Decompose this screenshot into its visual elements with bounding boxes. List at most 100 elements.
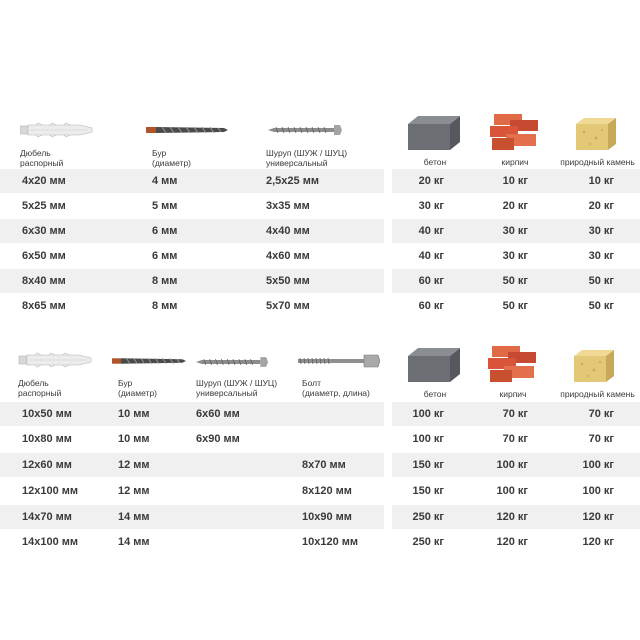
stone-icon [574, 350, 614, 382]
header-bolt-label: Болт (диаметр, длина) [302, 378, 370, 398]
table-row: 8x40 мм 8 мм 5x50 мм 60 кг 50 кг 50 кг [0, 269, 640, 293]
header-dowel-label: Дюбель распорный [18, 378, 62, 398]
bolt-cell: 8x70 мм [302, 459, 346, 471]
header-concrete-label: бетон [423, 157, 447, 167]
brick-cell: 10 кг [502, 175, 528, 187]
stone-cell: 30 кг [588, 225, 614, 237]
concrete-cell: 40 кг [418, 225, 444, 237]
dowel-cell: 8x65 мм [22, 300, 66, 312]
dowel-cell: 6x50 мм [22, 250, 66, 262]
concrete-cell: 100 кг [412, 433, 445, 445]
header-brick-label: кирпич [501, 157, 529, 167]
dowel-cell: 10x80 мм [22, 433, 72, 445]
screw-cell: 3x35 мм [266, 200, 310, 212]
concrete-cell: 60 кг [418, 300, 444, 312]
stone-cell: 10 кг [588, 175, 614, 187]
concrete-cell: 60 кг [418, 275, 444, 287]
screw-cell: 4x40 мм [266, 225, 310, 237]
drill-cell: 10 мм [118, 408, 150, 420]
brick-icon [488, 346, 536, 382]
concrete-cell: 40 кг [418, 250, 444, 262]
screw-cell: 4x60 мм [266, 250, 310, 262]
drill-cell: 4 мм [152, 175, 178, 187]
drill-bit-icon [112, 358, 186, 364]
stone-cell: 100 кг [582, 459, 615, 471]
screw-cell: 6x60 мм [196, 408, 240, 420]
concrete-cell: 30 кг [418, 200, 444, 212]
dowel-cell: 8x40 мм [22, 275, 66, 287]
bolt-cell: 10x90 мм [302, 511, 352, 523]
brick-cell: 30 кг [502, 225, 528, 237]
screw-cell: 5x70 мм [266, 300, 310, 312]
table-row: 10x50 мм 10 мм 6x60 мм 100 кг 70 кг 70 к… [0, 402, 640, 426]
header-drill-label: Бур (диаметр) [152, 148, 192, 168]
header-drill-label: Бур (диаметр) [118, 378, 158, 398]
header-stone-label: природный камень [560, 389, 635, 399]
table-row: 6x50 мм 6 мм 4x60 мм 40 кг 30 кг 30 кг [0, 244, 640, 268]
drill-cell: 14 мм [118, 511, 150, 523]
stone-cell: 50 кг [588, 300, 614, 312]
drill-cell: 6 мм [152, 225, 178, 237]
header-stone-label: природный камень [560, 157, 635, 167]
bolt-icon [298, 354, 380, 368]
concrete-block-icon [408, 348, 460, 382]
screw-cell: 6x90 мм [196, 433, 240, 445]
table-row: 8x65 мм 8 мм 5x70 мм 60 кг 50 кг 50 кг [0, 294, 640, 318]
screw-cell: 5x50 мм [266, 275, 310, 287]
concrete-cell: 150 кг [412, 459, 445, 471]
table-row: 5x25 мм 5 мм 3x35 мм 30 кг 20 кг 20 кг [0, 194, 640, 218]
screw-icon [196, 357, 269, 367]
dowel-cell: 4x20 мм [22, 175, 66, 187]
table-row: 12x60 мм 12 мм 8x70 мм 150 кг 100 кг 100… [0, 453, 640, 477]
drill-cell: 5 мм [152, 200, 178, 212]
stone-cell: 50 кг [588, 275, 614, 287]
brick-cell: 70 кг [502, 408, 528, 420]
brick-cell: 70 кг [502, 433, 528, 445]
dowel-cell: 6x30 мм [22, 225, 66, 237]
stone-cell: 30 кг [588, 250, 614, 262]
drill-cell: 12 мм [118, 485, 150, 497]
table-row: 14x70 мм 14 мм 10x90 мм 250 кг 120 кг 12… [0, 505, 640, 529]
drill-cell: 8 мм [152, 275, 178, 287]
screw-icon [268, 125, 342, 135]
stone-cell: 70 кг [588, 433, 614, 445]
concrete-cell: 250 кг [412, 536, 445, 548]
concrete-cell: 150 кг [412, 485, 445, 497]
header-screw-label: Шуруп (ШУЖ / ШУЦ) универсальный [196, 378, 278, 398]
dowel-icon [18, 352, 92, 368]
dowel-cell: 14x100 мм [22, 536, 79, 548]
brick-cell: 30 кг [502, 250, 528, 262]
table-row: 12x100 мм 12 мм 8x120 мм 150 кг 100 кг 1… [0, 479, 640, 503]
stone-cell: 70 кг [588, 408, 614, 420]
brick-icon [490, 114, 538, 150]
dowel-cell: 14x70 мм [22, 511, 72, 523]
dowel-cell: 12x60 мм [22, 459, 72, 471]
brick-cell: 120 кг [496, 511, 529, 523]
concrete-cell: 100 кг [412, 408, 445, 420]
dowel-cell: 12x100 мм [22, 485, 79, 497]
brick-cell: 100 кг [496, 459, 529, 471]
stone-cell: 100 кг [582, 485, 615, 497]
brick-cell: 50 кг [502, 300, 528, 312]
concrete-cell: 20 кг [418, 175, 444, 187]
header-concrete-label: бетон [423, 389, 447, 399]
header-dowel-label: Дюбель распорный [20, 148, 64, 168]
table-row: 10x80 мм 10 мм 6x90 мм 100 кг 70 кг 70 к… [0, 427, 640, 451]
dowel-cell: 5x25 мм [22, 200, 66, 212]
drill-cell: 14 мм [118, 536, 150, 548]
drill-cell: 8 мм [152, 300, 178, 312]
screw-cell: 2,5x25 мм [266, 175, 319, 187]
header-screw-label: Шуруп (ШУЖ / ШУЦ) универсальный [266, 148, 348, 168]
brick-cell: 50 кг [502, 275, 528, 287]
drill-cell: 10 мм [118, 433, 150, 445]
stone-cell: 120 кг [582, 536, 615, 548]
table-row: 14x100 мм 14 мм 10x120 мм 250 кг 120 кг … [0, 530, 640, 554]
brick-cell: 120 кг [496, 536, 529, 548]
table-row: 4x20 мм 4 мм 2,5x25 мм 20 кг 10 кг 10 кг [0, 169, 640, 193]
brick-cell: 20 кг [502, 200, 528, 212]
dowel-icon [20, 122, 93, 138]
header-brick-label: кирпич [499, 389, 527, 399]
drill-cell: 12 мм [118, 459, 150, 471]
concrete-block-icon [408, 116, 460, 150]
bolt-cell: 8x120 мм [302, 485, 352, 497]
